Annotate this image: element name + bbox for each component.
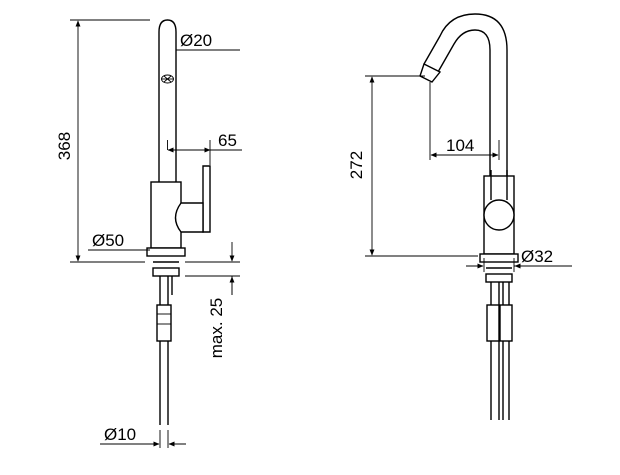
front-hoses [156, 276, 173, 425]
side-lever-hub [483, 199, 515, 231]
dim-spout-diameter: Ø20 [180, 31, 212, 50]
front-lever-joint [174, 202, 204, 233]
dim-spout-reach: 104 [446, 136, 474, 155]
front-view: 368 Ø20 65 Ø50 max. 25 Ø10 [55, 19, 242, 448]
side-spout-tip [419, 63, 442, 83]
dim-max-thickness: max. 25 [207, 298, 226, 358]
dim-spout-height: 272 [347, 151, 366, 179]
side-spout [437, 29, 491, 176]
aerator-icon [161, 74, 174, 84]
dim-base-diameter: Ø50 [92, 231, 124, 250]
side-view: 272 104 Ø32 [347, 13, 572, 420]
side-flange [479, 253, 519, 263]
front-flange [146, 247, 186, 257]
dim-lever-length: 65 [218, 131, 237, 150]
dim-hose-diameter: Ø10 [104, 425, 136, 444]
dim-body-diameter: Ø32 [521, 247, 553, 266]
side-spout-inner [423, 13, 508, 176]
side-nut [485, 273, 513, 283]
front-lever-handle [202, 165, 211, 233]
front-nut [152, 267, 180, 277]
dim-height-total: 368 [55, 132, 74, 160]
front-spout [158, 19, 177, 182]
side-hoses [486, 282, 513, 420]
